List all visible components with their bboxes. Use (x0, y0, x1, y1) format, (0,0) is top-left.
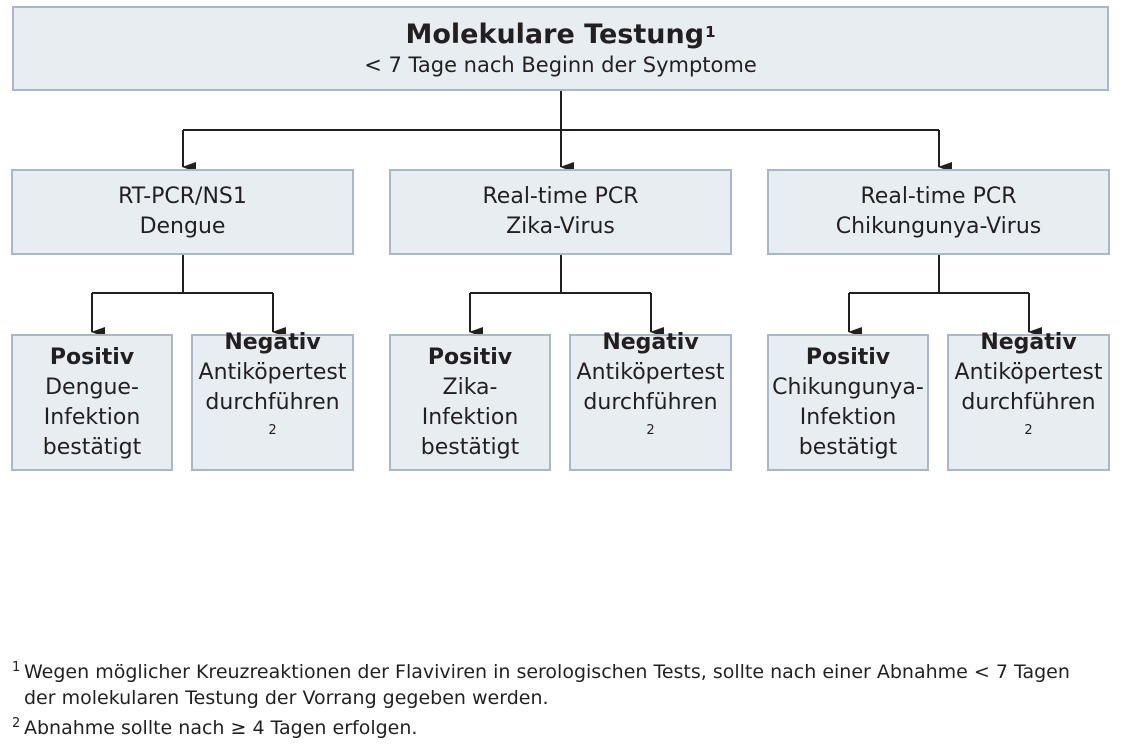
result-heading: Positiv (427, 344, 513, 370)
footnote-line: Wegen möglicher Kreuzreaktionen der Flav… (24, 661, 1070, 683)
result-line: Chikungunya- (772, 374, 924, 400)
footnote-line: Abnahme sollte nach ≥ 4 Tagen erfolgen. (24, 717, 418, 739)
result-line: Zika- (442, 374, 498, 400)
result-line: Antiköpertest (954, 359, 1103, 385)
footnote-line: der molekularen Testung der Vorrang gege… (24, 687, 549, 709)
result-heading: Negativ (224, 329, 321, 355)
result-heading: Positiv (49, 344, 135, 370)
footnote-1: 1 Wegen möglicher Kreuzreaktionen der Fl… (12, 659, 1070, 711)
dengue-positive-box: Positiv Dengue- Infektion bestätigt (11, 334, 173, 471)
root-title: Molekulare Testung1 (405, 18, 716, 50)
test-line: Zika-Virus (506, 214, 615, 239)
result-line: Dengue- (45, 374, 139, 400)
footnote-mark: 2 (646, 422, 655, 438)
chikungunya-test-box: Real-time PCR Chikungunya-Virus (767, 169, 1110, 255)
footnotes: 1 Wegen möglicher Kreuzreaktionen der Fl… (12, 659, 1070, 741)
result-line: Infektion (421, 404, 519, 430)
result-line: bestätigt (420, 434, 520, 460)
footnote-mark: 2 (268, 422, 277, 438)
result-line: Antiköpertest (198, 359, 347, 385)
footnote-mark: 1 (12, 660, 21, 675)
result-heading: Negativ (980, 329, 1077, 355)
result-line: bestätigt (798, 434, 898, 460)
dengue-test-box: RT-PCR/NS1 Dengue (11, 169, 354, 255)
result-line: Antiköpertest (576, 359, 725, 385)
footnote-2: 2 Abnahme sollte nach ≥ 4 Tagen erfolgen… (12, 715, 1070, 741)
result-line: bestätigt (42, 434, 142, 460)
footnote-mark: 2 (12, 716, 21, 731)
result-heading: Negativ (602, 329, 699, 355)
test-line: Dengue (139, 214, 226, 239)
root-footnote-mark: 1 (705, 22, 716, 41)
chikungunya-positive-box: Positiv Chikungunya- Infektion bestätigt (767, 334, 929, 471)
zika-positive-box: Positiv Zika- Infektion bestätigt (389, 334, 551, 471)
footnote-mark: 2 (1024, 422, 1033, 438)
test-line: Real-time PCR (860, 184, 1017, 209)
result-line: Infektion (799, 404, 897, 430)
test-line: Real-time PCR (482, 184, 639, 209)
test-line: RT-PCR/NS1 (118, 184, 247, 209)
test-line: Chikungunya-Virus (835, 214, 1042, 239)
root-subtitle: < 7 Tage nach Beginn der Symptome (364, 52, 757, 77)
result-line: Infektion (43, 404, 141, 430)
result-heading: Positiv (805, 344, 891, 370)
molecular-testing-box: Molekulare Testung1 < 7 Tage nach Beginn… (12, 6, 1109, 91)
zika-test-box: Real-time PCR Zika-Virus (389, 169, 732, 255)
